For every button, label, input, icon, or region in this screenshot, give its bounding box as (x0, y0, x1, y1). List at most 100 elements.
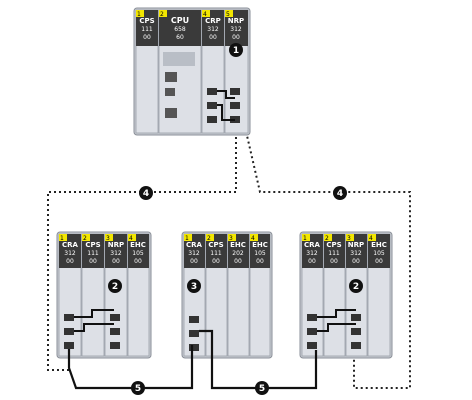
slot-number: 4 (203, 11, 207, 18)
callout-3-text: 3 (191, 282, 197, 292)
callout-2-drop3: 2 (349, 279, 363, 293)
callout-4-right: 4 (333, 186, 347, 200)
drop-3-patch-cable (317, 309, 356, 332)
module-name: EHC (130, 241, 146, 249)
drop-1-module-cra: 1 CRA 312 00 (58, 233, 82, 357)
module-version: 00 (212, 258, 220, 265)
module-version: 00 (375, 258, 383, 265)
drop-1-patch-cable (74, 309, 114, 332)
main-module-cpu: 2 CPU 658 60 (158, 9, 202, 134)
module-version: 00 (66, 258, 74, 265)
main-module-cps: 1 CPS 111 00 (135, 9, 159, 134)
slot-number: 3 (229, 235, 233, 242)
drop-2-module-cra: 1 CRA 312 00 (183, 233, 206, 357)
callout-5-text: 5 (135, 384, 141, 394)
module-version: 00 (190, 258, 198, 265)
main-module-nrp: 5 NRP 312 00 (224, 9, 249, 134)
callout-5-left: 5 (131, 381, 145, 395)
callout-1-text: 1 (233, 46, 239, 56)
callout-2-drop1: 2 (108, 279, 122, 293)
slot-number: 1 (303, 235, 307, 242)
module-version: 00 (143, 34, 151, 41)
callout-2-text: 2 (353, 282, 359, 292)
drop-3-module-cps: 2 CPS 111 00 (323, 233, 346, 357)
module-name: CPS (85, 241, 100, 249)
module-version: 00 (308, 258, 316, 265)
callout-1: 1 (229, 43, 243, 57)
slot-number: 2 (160, 11, 164, 18)
module-name: CRP (205, 17, 221, 25)
slot-number: 3 (106, 235, 110, 242)
module-name: NRP (228, 17, 244, 25)
slot-number: 1 (137, 11, 141, 18)
slot-number: 1 (60, 235, 64, 242)
callout-2-text: 2 (112, 282, 118, 292)
module-version: 00 (112, 258, 120, 265)
module-name: EHC (252, 241, 268, 249)
drop-2-module-cps: 2 CPS 111 00 (205, 233, 228, 357)
drop-3-module-ehc: 4 EHC 105 00 (367, 233, 391, 357)
module-name: EHC (230, 241, 246, 249)
callout-5-text: 5 (259, 384, 265, 394)
module-code: 658 (174, 26, 186, 33)
module-version: 60 (176, 34, 184, 41)
module-name: CRA (304, 241, 321, 249)
module-name: NRP (108, 241, 124, 249)
module-name: CPS (326, 241, 341, 249)
slot-number: 4 (251, 235, 255, 242)
module-code: 111 (141, 26, 153, 33)
slot-number: 2 (83, 235, 87, 242)
callout-4-text: 4 (143, 189, 149, 199)
module-name: CPU (171, 16, 189, 25)
drop-2-module-ehc-105: 4 EHC 105 00 (249, 233, 271, 357)
module-code: 105 (132, 250, 144, 257)
callout-5-right: 5 (255, 381, 269, 395)
main-module-crp: 4 CRP 312 00 (201, 9, 225, 134)
drop-1-module-cps: 2 CPS 111 00 (81, 233, 105, 357)
module-code: 312 (230, 26, 242, 33)
module-code: 111 (328, 250, 340, 257)
slot-number: 3 (347, 235, 351, 242)
slot-number: 2 (207, 235, 211, 242)
module-version: 00 (256, 258, 264, 265)
copper-link-left (67, 345, 194, 390)
module-code: 111 (210, 250, 222, 257)
module-code: 312 (188, 250, 200, 257)
module-name: CRA (62, 241, 79, 249)
drop-3-module-nrp: 3 NRP 312 00 (345, 233, 368, 357)
slot-number: 2 (325, 235, 329, 242)
main-rack: 1 CPS 111 00 2 CPU 658 60 4 CRP 312 00 (133, 7, 251, 136)
drop-1-module-nrp: 3 NRP 312 00 (104, 233, 128, 357)
drop-3-module-cra: 1 CRA 312 00 (301, 233, 324, 357)
drop-1-rack: 1 CRA 312 00 2 CPS 111 00 3 NRP 312 00 (56, 231, 152, 359)
module-code: 105 (373, 250, 385, 257)
callout-4-left: 4 (139, 186, 153, 200)
slot-number: 4 (129, 235, 133, 242)
module-version: 00 (352, 258, 360, 265)
drop-2-module-ehc-202: 3 EHC 202 00 (227, 233, 250, 357)
drop-3-rack: 1 CRA 312 00 2 CPS 111 00 3 NRP 312 00 (299, 231, 393, 359)
module-name: CRA (186, 241, 203, 249)
slot-number: 1 (185, 235, 189, 242)
module-version: 00 (330, 258, 338, 265)
copper-link-right (199, 329, 318, 390)
module-code: 312 (110, 250, 122, 257)
drop-2-rack: 1 CRA 312 00 2 CPS 111 00 3 EHC 202 00 (181, 231, 273, 359)
module-code: 312 (64, 250, 76, 257)
module-code: 202 (232, 250, 244, 257)
module-name: CPS (208, 241, 223, 249)
module-version: 00 (232, 34, 240, 41)
drop-1-module-ehc: 4 EHC 105 00 (127, 233, 150, 357)
module-name: NRP (348, 241, 364, 249)
fiber-link-right (244, 126, 411, 389)
slot-number: 5 (226, 11, 230, 18)
module-name: CPS (139, 17, 154, 25)
module-version: 00 (234, 258, 242, 265)
slot-number: 4 (369, 235, 373, 242)
module-code: 105 (254, 250, 266, 257)
module-code: 312 (350, 250, 362, 257)
module-code: 312 (207, 26, 219, 33)
module-version: 00 (89, 258, 97, 265)
main-rack-patch-cable (217, 90, 235, 121)
